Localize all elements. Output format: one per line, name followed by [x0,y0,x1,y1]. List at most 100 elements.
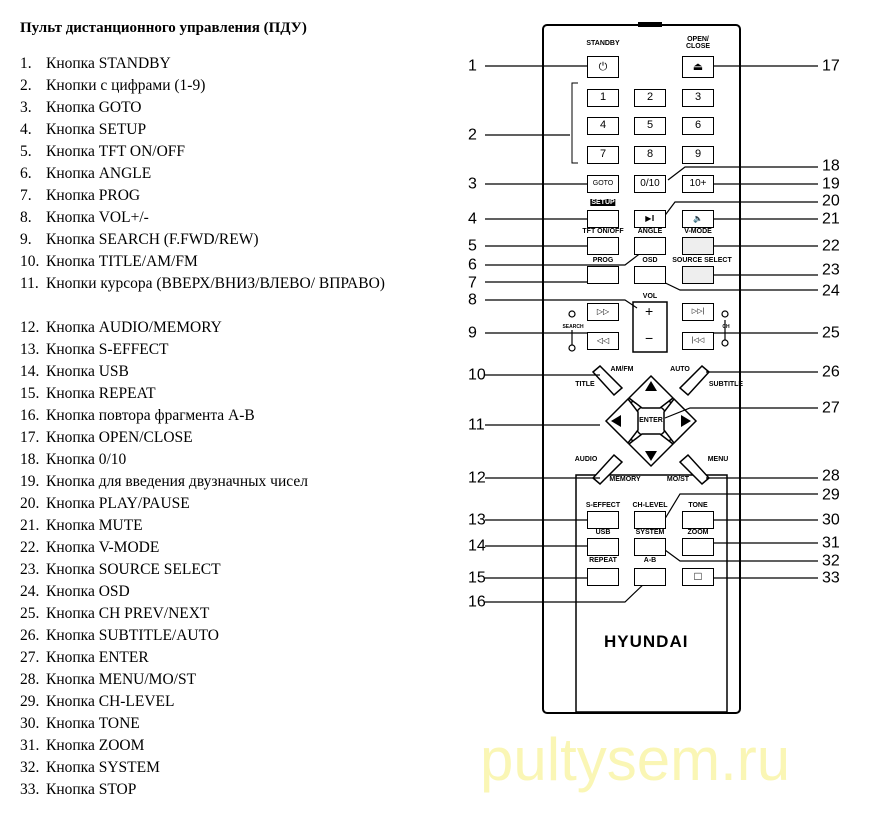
digit-9-button[interactable]: 9 [682,146,714,164]
digit-4-button[interactable]: 4 [587,117,619,135]
osd-button[interactable] [634,266,666,284]
s-effect-button[interactable] [587,511,619,529]
label-angle: ANGLE [637,228,663,235]
label-am-fm: AM/FM [610,366,634,373]
callout-number: 26 [822,363,840,381]
item-number: 28. [20,671,40,688]
label-source-select: SOURCE SELECT [672,257,732,264]
play-pause-button[interactable]: ▶‖ [634,210,666,228]
item-text: Кнопка для введения двузначных чисел [46,473,308,490]
item-text: Кнопка 0/10 [46,451,127,468]
item-text: Кнопка PROG [46,187,141,204]
usb-button[interactable] [587,538,619,556]
list-item: 33.Кнопка STOP [20,779,136,801]
digit-5-button[interactable]: 5 [634,117,666,135]
open-close-button[interactable]: ⏏ [682,56,714,78]
prog-button[interactable] [587,266,619,284]
digit-2-button[interactable]: 2 [634,89,666,107]
vol-up-button[interactable]: + [645,303,654,319]
callout-number: 14 [468,537,486,555]
enter-button[interactable]: ENTER [639,417,663,424]
item-number: 25. [20,605,40,622]
item-number: 29. [20,693,40,710]
tft-on-off-button[interactable] [587,237,619,255]
item-number: 3. [20,99,32,116]
item-text: Кнопка повтора фрагмента А-В [46,407,255,424]
tone-button[interactable] [682,511,714,529]
list-item: 22.Кнопка V-MODE [20,537,159,559]
label-open-close: OPEN/ CLOSE [685,36,711,50]
label-system: SYSTEM [635,529,665,536]
item-number: 7. [20,187,32,204]
label-memory: MEMORY [609,476,641,483]
digit-3-button[interactable]: 3 [682,89,714,107]
callout-number: 13 [468,511,486,529]
v-mode-button[interactable] [682,237,714,255]
item-text: Кнопка OSD [46,583,130,600]
source-select-button[interactable] [682,266,714,284]
item-text: Кнопка AUDIO/MEMORY [46,319,222,336]
goto-button[interactable]: GOTO [587,175,619,193]
standby-button[interactable]: ⏻ [587,56,619,78]
list-item: 31.Кнопка ZOOM [20,735,144,757]
label-tft: TFT ON/OFF [582,228,624,235]
angle-button[interactable] [634,237,666,255]
list-item: 21.Кнопка MUTE [20,515,143,537]
callout-number: 9 [468,324,477,342]
digit-7-button[interactable]: 7 [587,146,619,164]
item-text: Кнопка ZOOM [46,737,145,754]
list-item: 12. Кнопка AUDIO/MEMORY [20,317,222,339]
repeat-button[interactable] [587,568,619,586]
rewind-button[interactable]: ◁◁ [587,332,619,350]
list-item: 13.Кнопка S-EFFECT [20,339,169,361]
callout-number: 12 [468,469,486,487]
list-item: 23.Кнопка SOURCE SELECT [20,559,221,581]
ten-plus-button[interactable]: 10+ [682,175,714,193]
vol-down-button[interactable]: − [645,330,654,346]
prev-channel-button[interactable]: |◁◁ [682,332,714,350]
item-text: Кнопка SUBTITLE/AUTO [46,627,219,644]
callout-number: 28 [822,467,840,485]
callout-number: 3 [468,175,477,193]
item-number: 15. [20,385,40,402]
label-setup: SETUP [590,199,616,206]
item-number: 14. [20,363,40,380]
item-text: Кнопка REPEAT [46,385,156,402]
digit-6-button[interactable]: 6 [682,117,714,135]
callout-number: 17 [822,57,840,75]
callout-number: 33 [822,569,840,587]
item-text: Кнопка V-MODE [46,539,160,556]
mute-button[interactable]: 🔈 [682,210,714,228]
list-item: 9.Кнопка SEARCH (F.FWD/REW) [20,229,259,251]
callout-number: 4 [468,210,477,228]
ch-level-button[interactable] [634,511,666,529]
list-item: 14.Кнопка USB [20,361,129,383]
digit-1-button[interactable]: 1 [587,89,619,107]
callout-number: 19 [822,175,840,193]
list-item: 3. Кнопка GOTO [20,97,142,119]
zero-ten-button[interactable]: 0/10 [634,175,666,193]
setup-button[interactable] [587,210,619,228]
callout-number: 6 [468,256,477,274]
label-mo-st: MO/ST [666,476,690,483]
a-b-button[interactable] [634,568,666,586]
label-menu: MENU [707,456,729,463]
digit-8-button[interactable]: 8 [634,146,666,164]
item-text: Кнопка GOTO [46,99,142,116]
system-button[interactable] [634,538,666,556]
label-tone: TONE [688,502,708,509]
stop-button[interactable]: □ [682,568,714,586]
item-text: Кнопка STANDBY [46,55,171,72]
item-number: 33. [20,781,40,798]
callout-number: 1 [468,57,477,75]
callout-number: 2 [468,126,477,144]
list-item: 29.Кнопка CH-LEVEL [20,691,175,713]
list-item: 30.Кнопка TONE [20,713,140,735]
zoom-button[interactable] [682,538,714,556]
fast-forward-button[interactable]: ▷▷ [587,303,619,321]
callout-number: 11 [468,416,485,434]
item-number: 12. [20,319,40,336]
next-channel-button[interactable]: ▷▷| [682,303,714,321]
item-number: 2. [20,77,32,94]
